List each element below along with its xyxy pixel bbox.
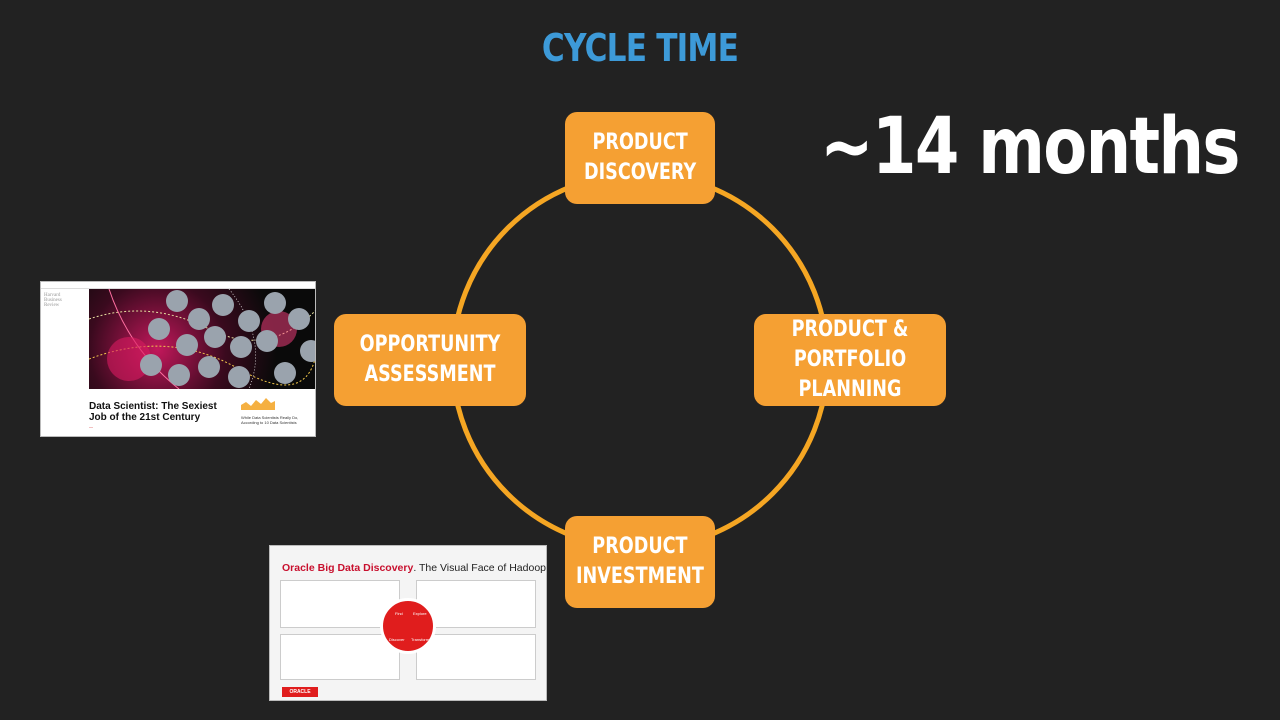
node-product-discovery: PRODUCT DISCOVERY xyxy=(565,112,715,204)
hbr-headline: Data Scientist: The Sexiest Job of the 2… xyxy=(89,401,217,423)
node-product-portfolio-planning: PRODUCT & PORTFOLIO PLANNING xyxy=(754,314,946,406)
node-product-investment-label: PRODUCT INVESTMENT xyxy=(576,534,704,589)
hbr-topbar xyxy=(41,282,315,289)
node-opportunity-assessment: OPPORTUNITY ASSESSMENT xyxy=(334,314,526,406)
abstract-network-art xyxy=(89,289,315,389)
ring-label-explore: Explore xyxy=(413,611,427,616)
hbr-sidebar-chart xyxy=(241,398,275,410)
hbr-logo: Harvard Business Review xyxy=(44,293,62,308)
hbr-byline: — xyxy=(89,424,93,429)
ring-label-discover: Discover xyxy=(389,637,405,642)
oracle-title-rest: . The Visual Face of Hadoop xyxy=(413,562,547,574)
oracle-screenshot-panel-3 xyxy=(280,634,400,680)
ring-label-find: Find xyxy=(395,611,403,616)
oracle-screenshot-panel-1 xyxy=(280,580,400,628)
oracle-logo: ORACLE xyxy=(282,687,318,697)
node-opportunity-assessment-label: OPPORTUNITY ASSESSMENT xyxy=(359,332,501,387)
node-product-portfolio-planning-label: PRODUCT & PORTFOLIO PLANNING xyxy=(791,317,909,402)
oracle-bdd-thumbnail: Oracle Big Data Discovery. The Visual Fa… xyxy=(269,545,547,701)
node-product-investment: PRODUCT INVESTMENT xyxy=(565,516,715,608)
oracle-screenshot-panel-2 xyxy=(416,580,536,628)
oracle-discovery-ring: Find Explore Discover Transform xyxy=(380,598,436,654)
oracle-title-brand: Oracle Big Data Discovery xyxy=(282,562,414,574)
slide-title: CYCLE TIME xyxy=(541,26,739,70)
hbr-article-image xyxy=(89,289,315,389)
cycle-duration: ~14 months xyxy=(820,102,1240,192)
node-product-discovery-label: PRODUCT DISCOVERY xyxy=(583,130,697,185)
ring-label-transform: Transform xyxy=(411,637,430,642)
hbr-sidebar-teaser: While Data Scientists Really Do, Accordi… xyxy=(241,396,311,434)
oracle-title: Oracle Big Data Discovery. The Visual Fa… xyxy=(282,562,546,574)
oracle-screenshot-panel-4 xyxy=(416,634,536,680)
hbr-sidebar-text: While Data Scientists Really Do, Accordi… xyxy=(241,415,299,425)
hbr-article-thumbnail: Harvard Business Review Data Scien xyxy=(40,281,316,437)
